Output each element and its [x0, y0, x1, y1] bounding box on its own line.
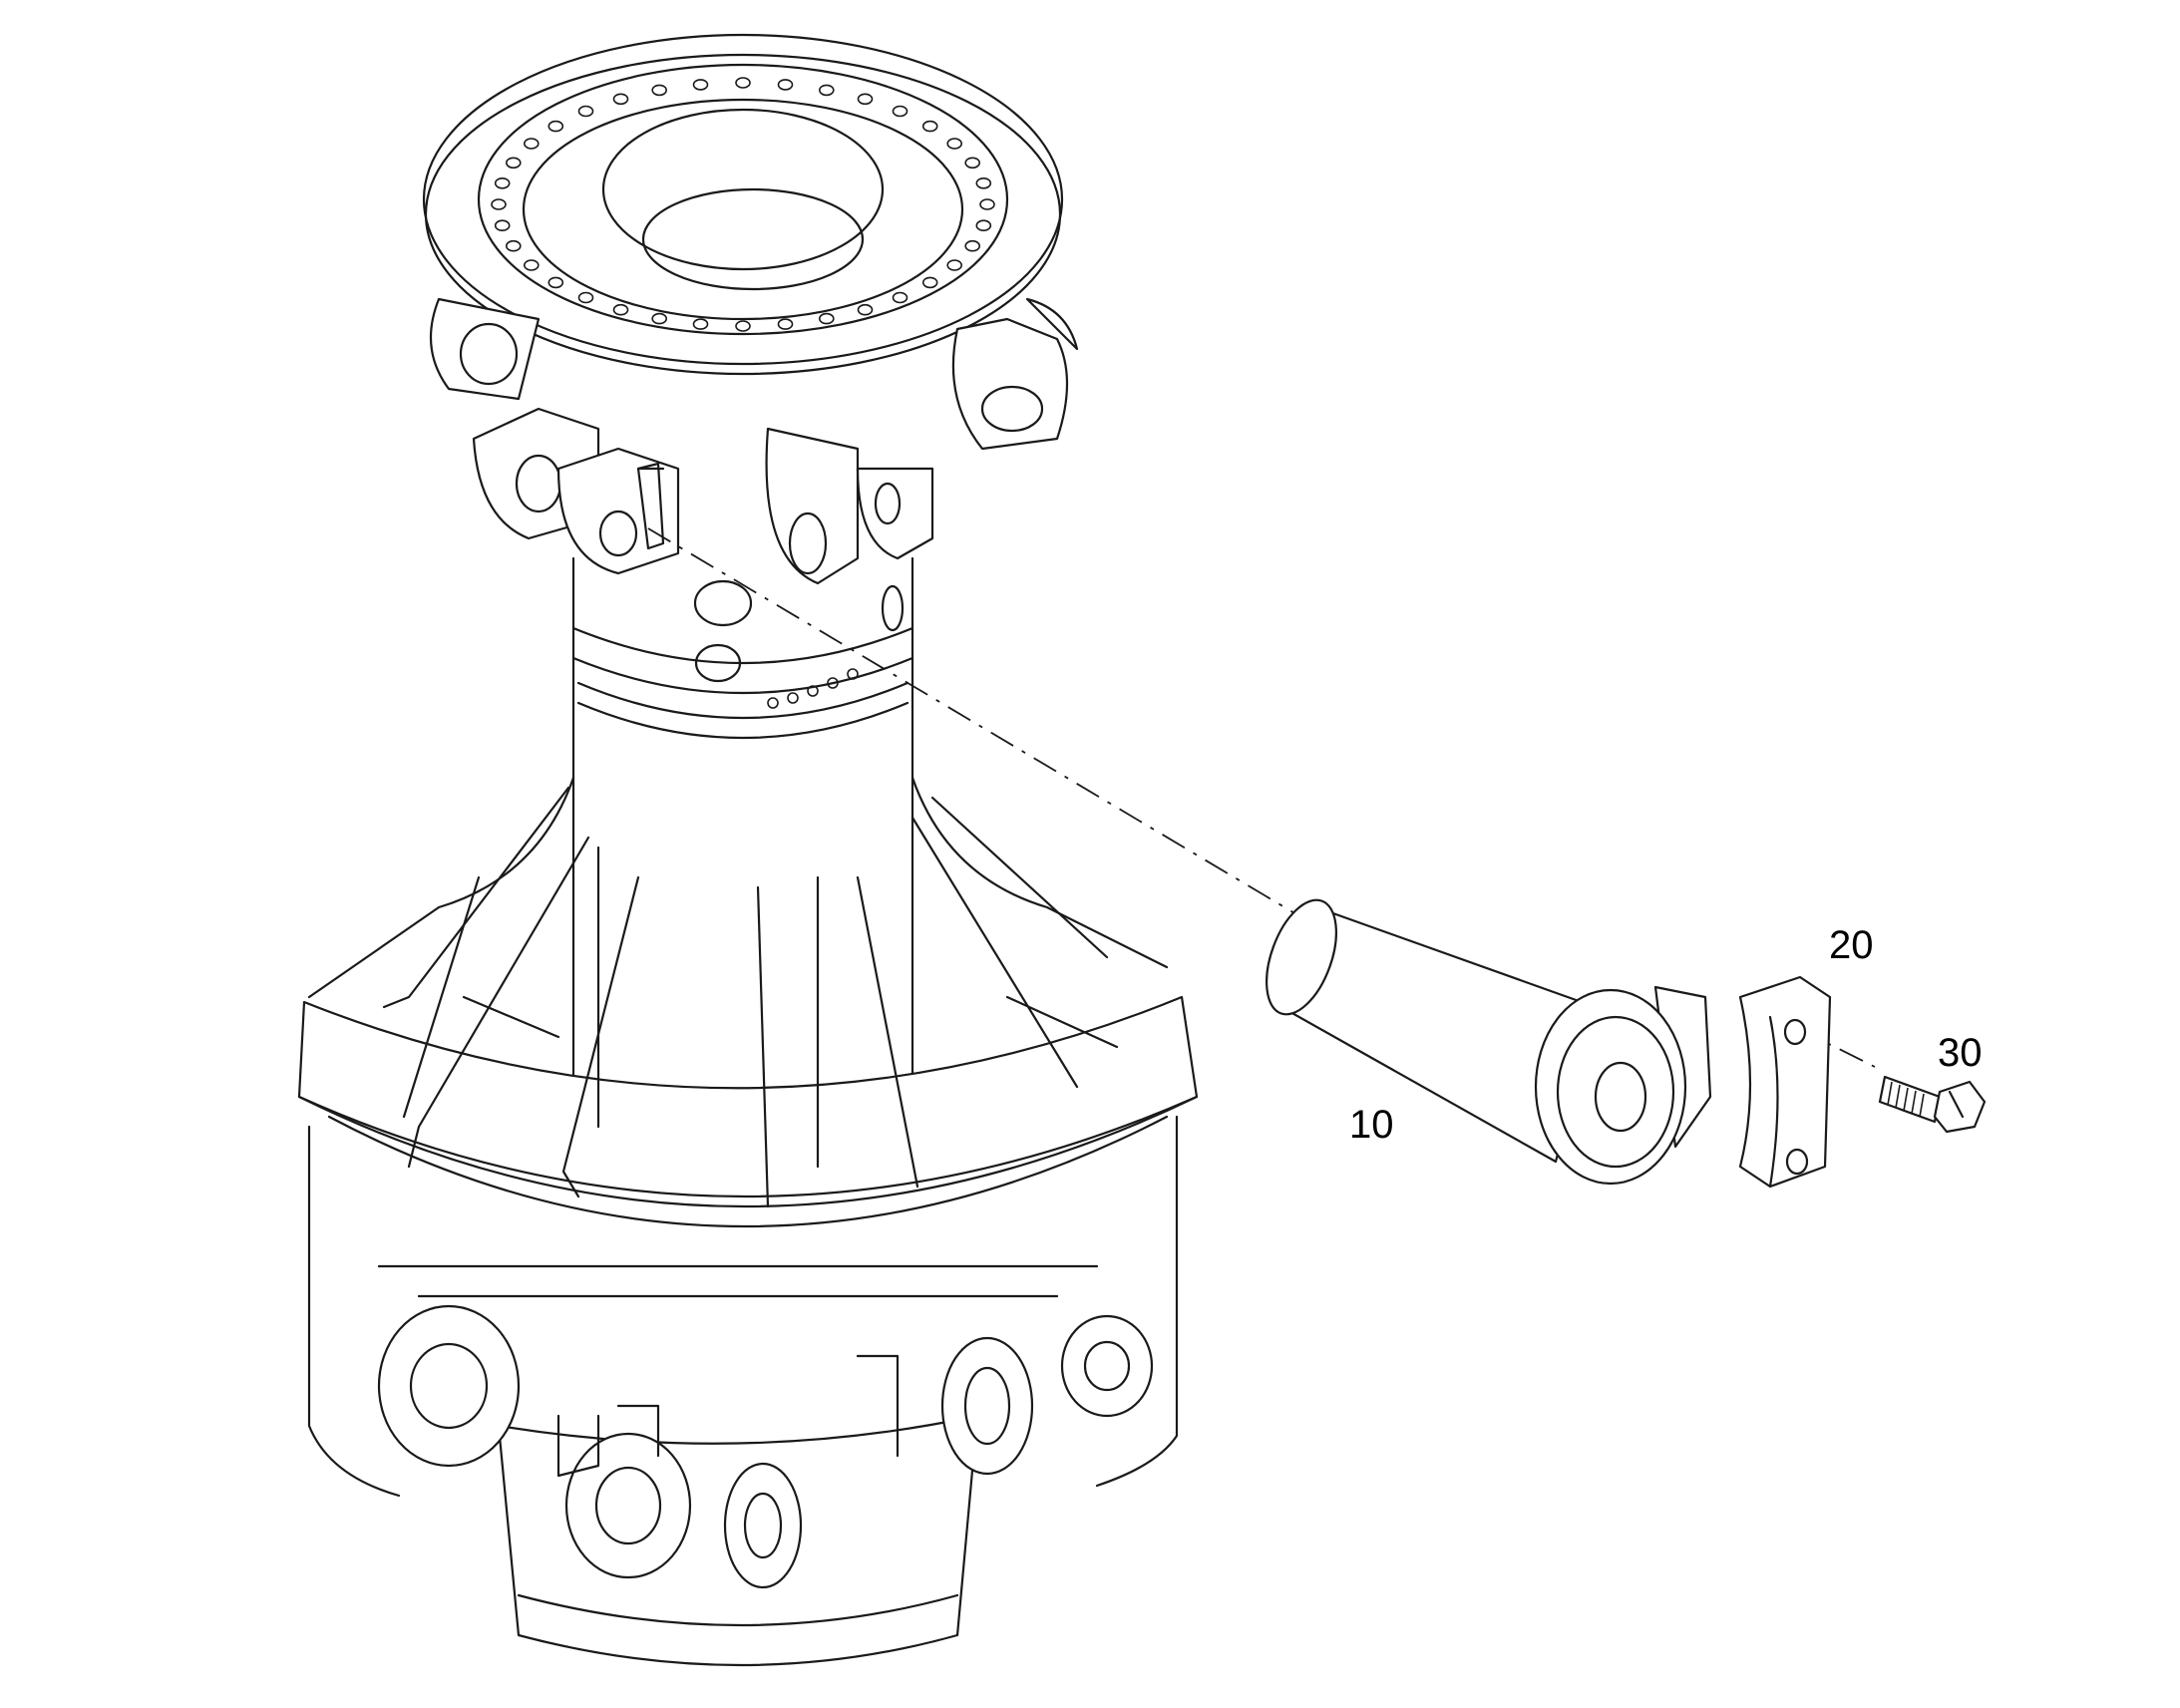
cone-ribs: [297, 776, 1199, 1227]
assembly-center-line: [647, 527, 1302, 918]
bolt-hole: [892, 291, 908, 304]
bolt-hole: [577, 105, 594, 118]
bolt-hole: [777, 79, 794, 91]
bolt-hole: [692, 318, 709, 330]
bolt-hole: [494, 219, 511, 231]
bolt-hole: [818, 312, 835, 325]
bolt-hole: [505, 239, 522, 252]
top-flange: [422, 33, 1064, 376]
bolt-hole: [979, 198, 995, 210]
bolt-hole: [651, 312, 668, 325]
bolt-hole: [612, 93, 629, 106]
bolt-hole: [921, 276, 938, 289]
pin-icon: [1266, 898, 1712, 1186]
bolt-hole: [651, 84, 668, 97]
bolt-hole: [735, 77, 751, 89]
lower-body: [307, 1115, 1179, 1667]
bolt-hole: [818, 84, 835, 97]
bolt-hole: [892, 105, 908, 118]
upper-lugs: [429, 297, 1079, 585]
bolt-icon: [1878, 1075, 1987, 1134]
bolt-hole: [494, 177, 511, 189]
bolt-hole: [505, 157, 522, 170]
bolt-hole: [523, 138, 540, 150]
callout-10: 10: [1349, 1103, 1394, 1147]
bolt-hole: [491, 198, 507, 210]
bolt-hole: [975, 219, 992, 231]
bolt-hole: [946, 138, 963, 150]
column-neck: [571, 556, 914, 1099]
callout-20: 20: [1829, 923, 1874, 967]
retaining-plate-icon: [1738, 975, 1832, 1189]
bolt-hole: [547, 120, 564, 133]
bolt-hole: [612, 303, 629, 316]
bolt-hole: [692, 79, 709, 91]
bolt-hole: [547, 276, 564, 289]
bolt-hole: [857, 93, 874, 106]
bolt-hole: [964, 157, 981, 170]
bolt-hole: [777, 318, 794, 330]
bolt-hole: [577, 291, 594, 304]
bolt-hole: [964, 239, 981, 252]
callout-30: 30: [1938, 1031, 1983, 1075]
bolt-hole: [975, 177, 992, 189]
axle-hub-housing-icon: [297, 33, 1199, 1667]
bolt-hole: [735, 320, 751, 332]
bolt-hole: [946, 259, 963, 271]
bolt-hole: [857, 303, 874, 316]
bolt-hole: [921, 120, 938, 133]
bolt-hole: [523, 259, 540, 271]
flange-bolt-holes: [491, 77, 995, 332]
